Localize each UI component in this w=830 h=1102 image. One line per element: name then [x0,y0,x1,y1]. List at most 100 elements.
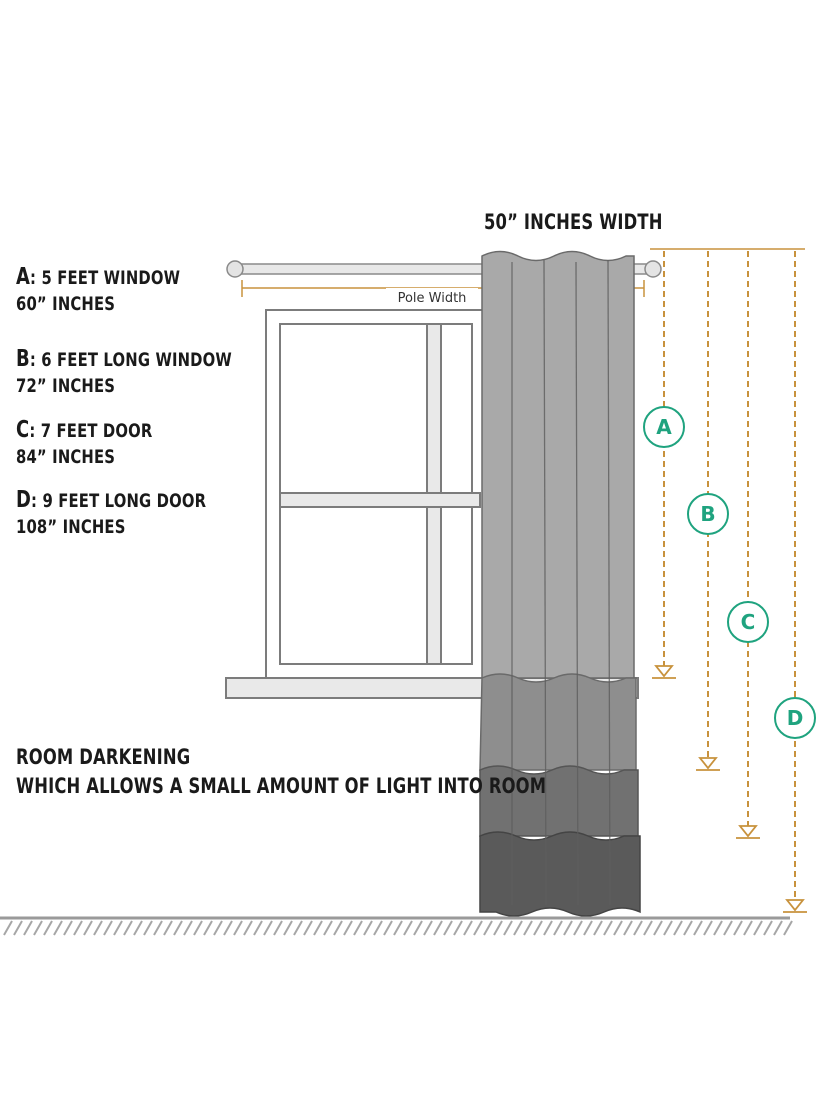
floor-hatch-line [543,920,553,936]
floor [0,916,793,936]
floor-hatch-line [153,920,163,936]
floor-hatch-line [143,920,153,936]
floor-hatch-line [773,920,783,936]
floor-hatch-line [193,920,203,936]
legend-desc-b: : 6 FEET LONG WINDOW [29,349,232,371]
floor-hatch-line [133,920,143,936]
measure-c [736,251,760,839]
window [225,309,639,699]
floor-hatch-line [473,920,483,936]
floor-hatch-line [763,920,773,936]
floor-hatch-line [483,920,493,936]
legend-value-a: 60” INCHES [16,293,116,315]
floor-hatch-line [583,920,593,936]
floor-hatch-line [443,920,453,936]
floor-hatch-line [683,920,693,936]
floor-hatch-line [333,920,343,936]
legend-item-a: A: 5 FEET WINDOW [16,265,180,290]
floor-hatch-line [183,920,193,936]
floor-hatch-line [93,920,103,936]
legend-item-d: D: 9 FEET LONG DOOR [16,488,206,513]
floor-hatch-line [533,920,543,936]
pole-width-label: Pole Width [398,291,467,306]
floor-hatch-line [693,920,703,936]
floor-hatch-line [113,920,123,936]
floor-hatch-line [633,920,643,936]
floor-hatch-line [573,920,583,936]
svg-text:C: C [741,610,756,634]
legend-value-d: 108” INCHES [16,516,126,538]
floor-hatch-line [353,920,363,936]
floor-hatch-line [373,920,383,936]
floor-hatch-line [303,920,313,936]
floor-hatch-line [73,920,83,936]
floor-hatch-line [33,920,43,936]
svg-text:D: D [787,706,804,730]
legend-key-a: A [16,264,31,290]
floor-hatch-line [603,920,613,936]
floor-hatch-line [423,920,433,936]
floor-hatch-line [83,920,93,936]
floor-hatch-line [213,920,223,936]
floor-hatch-line [723,920,733,936]
floor-hatch-line [203,920,213,936]
pole-finial-left [226,260,244,278]
legend-key-c: C [16,417,30,443]
floor-hatch-line [623,920,633,936]
floor-hatch-line [223,920,233,936]
floor-hatch-line [13,920,23,936]
note-light-description: WHICH ALLOWS A SMALL AMOUNT OF LIGHT INT… [16,774,547,798]
floor-hatch-line [453,920,463,936]
svg-text:A: A [656,415,672,439]
floor-hatch-line [613,920,623,936]
floor-hatch-line [673,920,683,936]
floor-hatch-line [273,920,283,936]
note-room-darkening: ROOM DARKENING [16,745,191,769]
floor-hatch-line [173,920,183,936]
floor-hatch-line [243,920,253,936]
floor-hatch-line [783,920,793,936]
floor-hatch-line [313,920,323,936]
floor-hatch-line [663,920,673,936]
floor-hatch-line [753,920,763,936]
legend-desc-a: : 5 FEET WINDOW [30,267,181,289]
pole-finial-right [644,260,662,278]
marker-a: A [643,406,685,448]
floor-hatch-line [643,920,653,936]
floor-hatch-line [43,920,53,936]
floor-hatch-line [343,920,353,936]
floor-hatch-line [363,920,373,936]
measure-a [652,251,676,679]
floor-hatch-line [63,920,73,936]
floor-hatch-line [323,920,333,936]
marker-b: B [687,493,729,535]
floor-hatch-line [23,920,33,936]
floor-hatch-line [563,920,573,936]
floor-hatch-line [283,920,293,936]
floor-hatch-line [653,920,663,936]
floor-hatch-line [233,920,243,936]
curtain-panel [479,250,641,917]
floor-hatch-line [53,920,63,936]
legend-value-b: 72” INCHES [16,375,116,397]
floor-hatch-line [103,920,113,936]
floor-hatch-line [703,920,713,936]
floor-hatch-line [713,920,723,936]
floor-hatch-line [493,920,503,936]
floor-hatch-line [433,920,443,936]
floor-hatch-line [263,920,273,936]
floor-hatch-line [553,920,563,936]
legend-value-c: 84” INCHES [16,446,116,468]
floor-hatch-line [463,920,473,936]
legend-key-d: D [16,487,32,513]
legend-item-b: B: 6 FEET LONG WINDOW [16,347,232,372]
floor-hatch-line [513,920,523,936]
floor-hatch-line [733,920,743,936]
svg-text:B: B [700,502,715,526]
floor-hatch-line [123,920,133,936]
floor-hatch-line [383,920,393,936]
floor-hatch-line [593,920,603,936]
width-label: 50” INCHES WIDTH [484,210,663,234]
floor-hatch-line [743,920,753,936]
